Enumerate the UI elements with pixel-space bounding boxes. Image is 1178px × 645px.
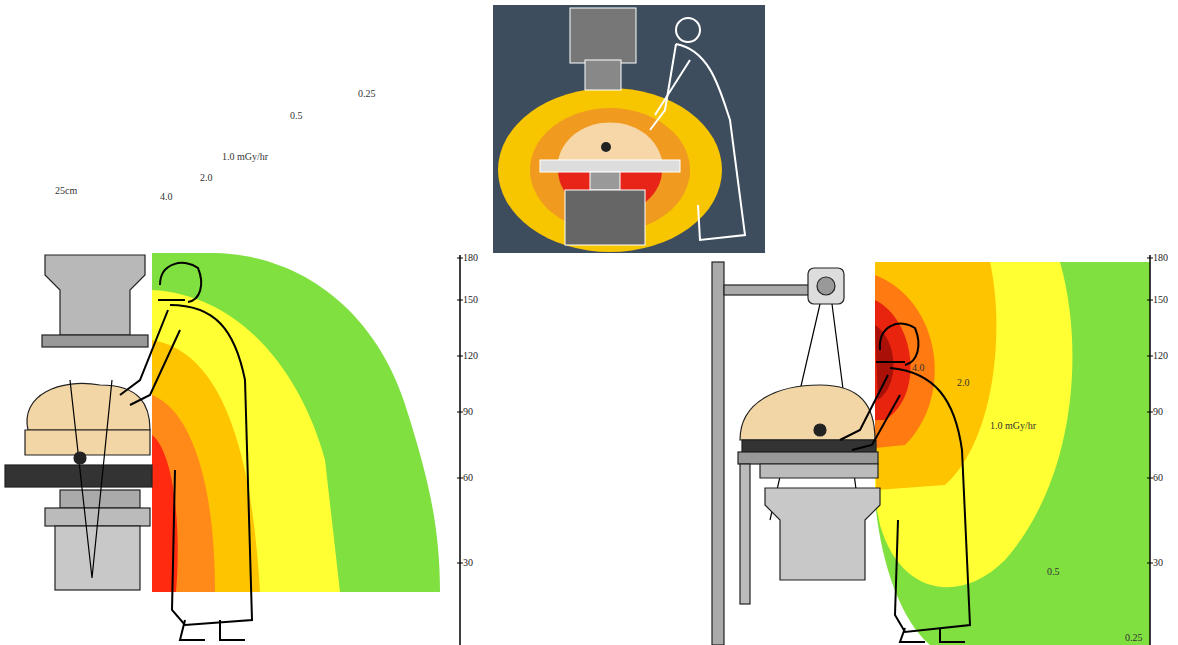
- isodose-value: 0.25: [1125, 632, 1143, 644]
- tick-mark: [1147, 478, 1153, 479]
- left-operator: [120, 263, 252, 640]
- isodose-value: 0.25: [358, 88, 376, 100]
- height-tick: 120: [1153, 350, 1168, 362]
- height-tick: 150: [463, 294, 478, 306]
- tick-mark: [1147, 563, 1153, 564]
- top-inset: [493, 5, 765, 253]
- tick-mark: [457, 563, 463, 564]
- tick-mark: [1147, 300, 1153, 301]
- tick-mark: [457, 412, 463, 413]
- left-c-arm: [5, 255, 152, 590]
- tick-mark: [1147, 412, 1153, 413]
- isodose-value: 4.0: [160, 191, 173, 203]
- left-isodose-map: [152, 253, 440, 592]
- isodose-value: 4.0: [912, 362, 925, 374]
- height-tick: 180: [1153, 252, 1168, 264]
- tick-mark: [457, 300, 463, 301]
- height-tick: 60: [1153, 472, 1163, 484]
- height-tick: 180: [463, 252, 478, 264]
- isodose-value: 2.0: [957, 377, 970, 389]
- tick-mark: [1147, 356, 1153, 357]
- height-axes: [460, 255, 1150, 645]
- height-tick: 30: [463, 557, 473, 569]
- tick-mark: [457, 478, 463, 479]
- isodose-value: 1.0 mGy/hr: [990, 420, 1036, 432]
- height-tick: 120: [463, 350, 478, 362]
- tick-mark: [457, 356, 463, 357]
- height-tick: 150: [1153, 294, 1168, 306]
- tick-mark: [1147, 258, 1153, 259]
- right-isodose-map: [875, 262, 1150, 645]
- patient-size: 25cm: [55, 185, 77, 197]
- height-tick: 60: [463, 472, 473, 484]
- tick-mark: [457, 258, 463, 259]
- height-tick: 30: [1153, 557, 1163, 569]
- isodose-value: 0.5: [1047, 566, 1060, 578]
- right-c-arm: [712, 262, 880, 645]
- height-tick: 90: [463, 406, 473, 418]
- right-operator: [840, 324, 970, 642]
- height-tick: 90: [1153, 406, 1163, 418]
- isodose-value: 0.5: [290, 110, 303, 122]
- isodose-value: 2.0: [200, 172, 213, 184]
- isodose-value: 1.0 mGy/hr: [222, 151, 268, 163]
